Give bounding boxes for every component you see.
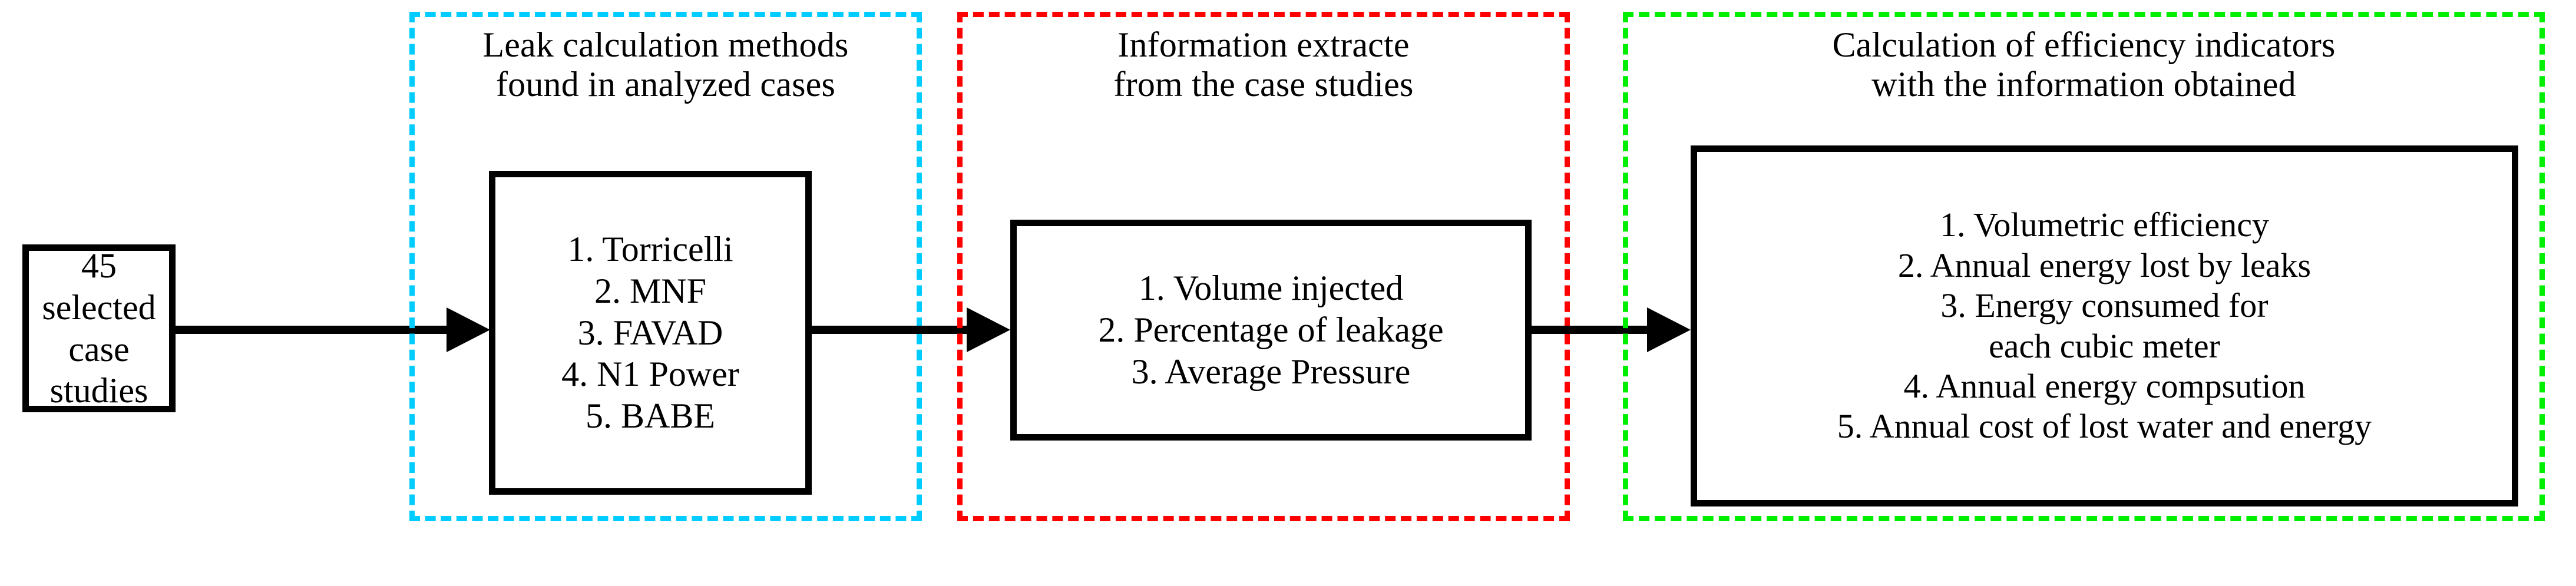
stage-title-leak-calculation-methods: Leak calculation methods found in analyz… bbox=[482, 25, 849, 104]
arrow-shaft bbox=[176, 326, 447, 334]
node-efficiency-indicators-list-items: 1. Volumetric efficiency 2. Annual energ… bbox=[1837, 206, 2372, 446]
stage-title-efficiency-indicators: Calculation of efficiency indicators wit… bbox=[1832, 25, 2336, 104]
node-leak-methods-list[interactable]: 1. Torricelli 2. MNF 3. FAVAD 4. N1 Powe… bbox=[489, 171, 812, 495]
arrow-shaft bbox=[1532, 326, 1647, 334]
node-information-extracted-list[interactable]: 1. Volume injected 2. Percentage of leak… bbox=[1010, 220, 1532, 441]
stage-title-information-extracted: Information extracte from the case studi… bbox=[1113, 25, 1414, 104]
arrow-head-icon bbox=[1647, 307, 1691, 352]
arrow-head-icon bbox=[967, 307, 1010, 352]
node-selected-case-studies-label: 45 selected case studies bbox=[42, 246, 156, 410]
arrow-shaft bbox=[812, 326, 967, 334]
arrow-head-icon bbox=[447, 307, 490, 352]
node-efficiency-indicators-list[interactable]: 1. Volumetric efficiency 2. Annual energ… bbox=[1691, 145, 2518, 506]
node-selected-case-studies[interactable]: 45 selected case studies bbox=[22, 244, 176, 412]
node-information-extracted-list-items: 1. Volume injected 2. Percentage of leak… bbox=[1098, 269, 1444, 391]
node-leak-methods-list-items: 1. Torricelli 2. MNF 3. FAVAD 4. N1 Powe… bbox=[561, 230, 739, 436]
